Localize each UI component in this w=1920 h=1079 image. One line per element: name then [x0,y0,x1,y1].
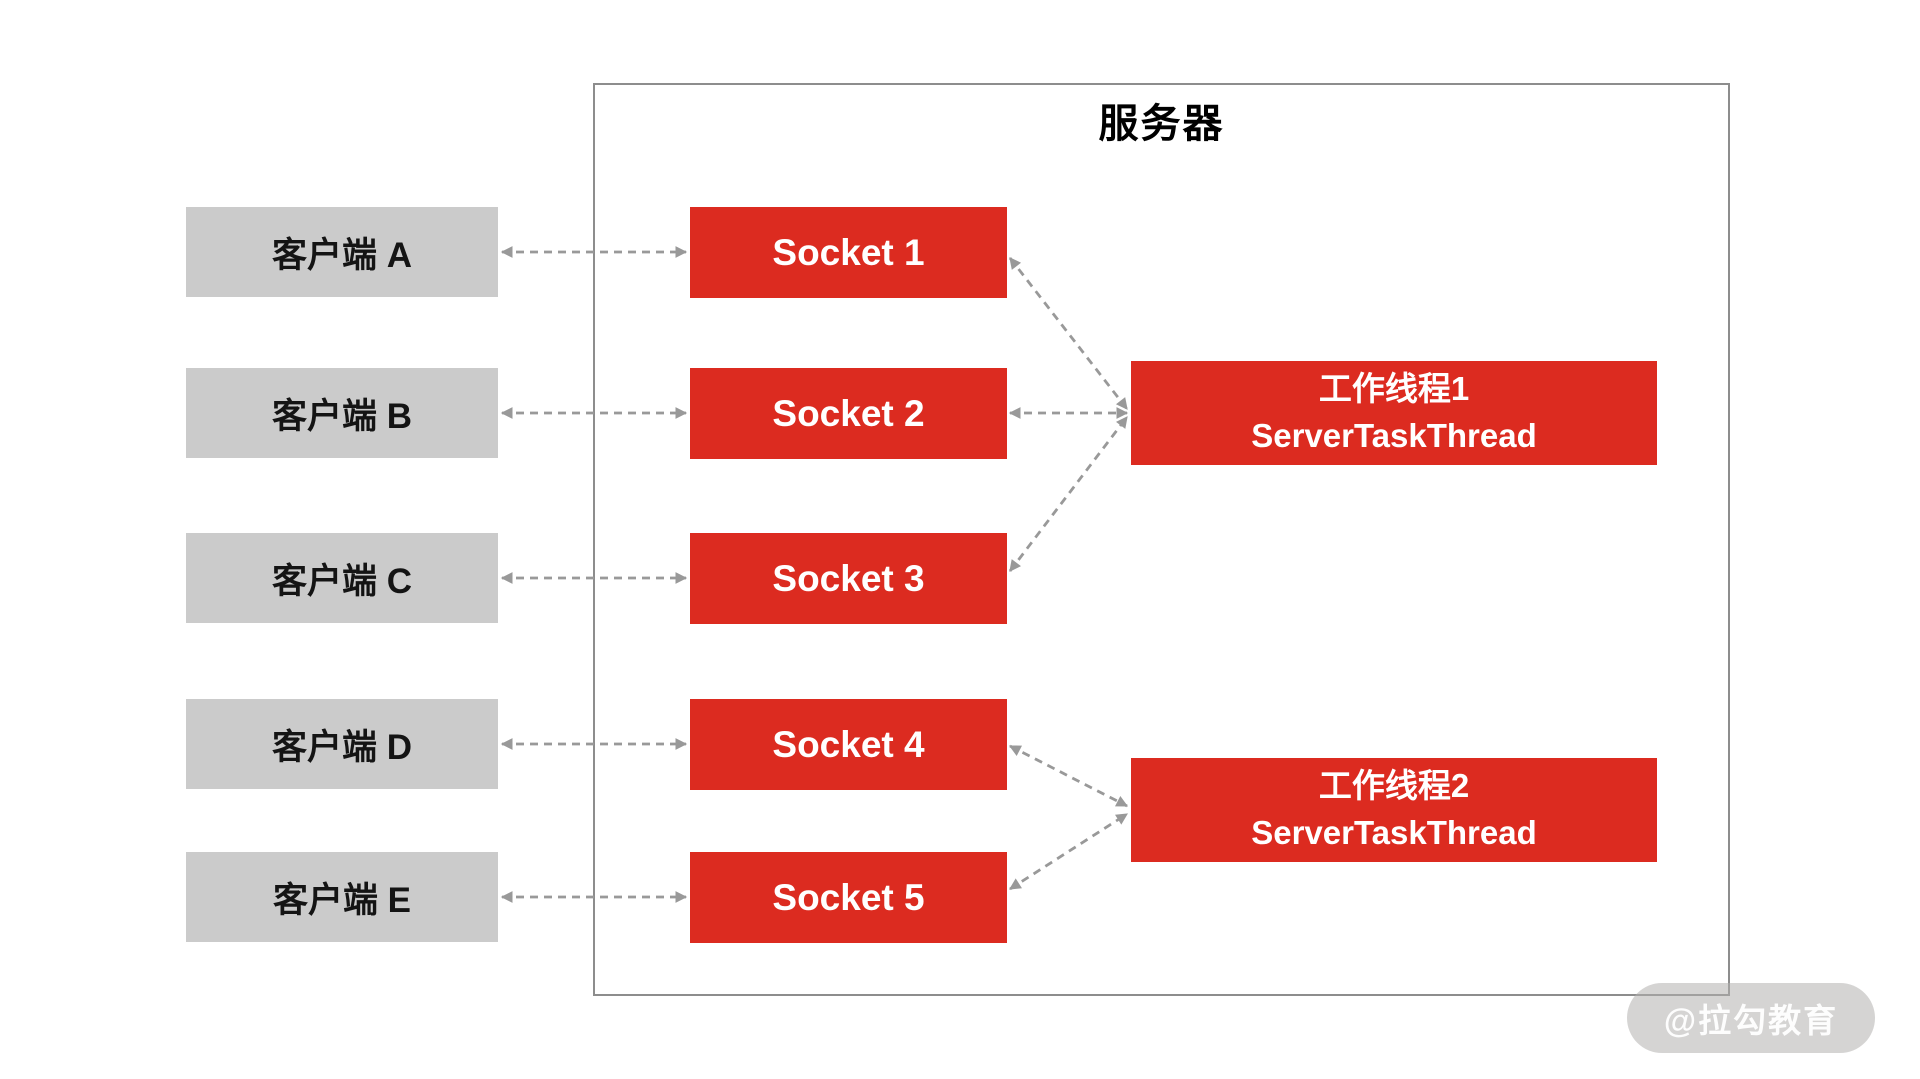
socket-box-3: Socket 3 [690,533,1007,624]
socket-box-4: Socket 4 [690,699,1007,790]
server-title: 服务器 [1098,102,1225,146]
client-box-a: 客户端 A [186,207,498,297]
socket-label-3: Socket 3 [772,557,925,599]
watermark-text: @拉勾教育 [1663,1002,1839,1039]
client-box-e: 客户端 E [186,852,498,942]
worker-thread-1-subtitle: ServerTaskThread [1251,417,1537,454]
socket-label-1: Socket 1 [772,231,925,273]
server-container: 服务器 [593,83,1730,996]
worker-thread-box-1: 工作线程1 ServerTaskThread [1131,361,1657,465]
worker-thread-2-subtitle: ServerTaskThread [1251,814,1537,851]
worker-thread-2-title: 工作线程2 [1318,767,1470,805]
client-label-e: 客户端 E [272,880,412,920]
client-label-a: 客户端 A [271,235,412,275]
socket-label-2: Socket 2 [772,392,925,434]
client-label-d: 客户端 D [271,727,412,767]
client-label-b: 客户端 B [271,396,412,436]
client-box-c: 客户端 C [186,533,498,623]
client-box-b: 客户端 B [186,368,498,458]
socket-box-5: Socket 5 [690,852,1007,943]
socket-box-1: Socket 1 [690,207,1007,298]
client-box-d: 客户端 D [186,699,498,789]
socket-box-2: Socket 2 [690,368,1007,459]
worker-thread-1-title: 工作线程1 [1318,370,1470,408]
client-label-c: 客户端 C [271,561,412,601]
socket-label-4: Socket 4 [772,723,925,765]
worker-thread-box-2: 工作线程2 ServerTaskThread [1131,758,1657,862]
socket-label-5: Socket 5 [772,876,925,918]
watermark-badge: @拉勾教育 [1627,983,1875,1053]
